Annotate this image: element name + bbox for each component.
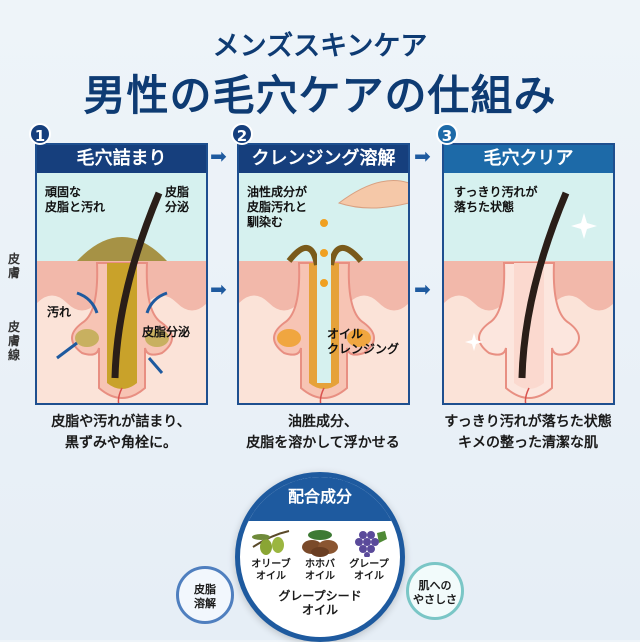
page-title: 男性の毛穴ケアの仕組み xyxy=(83,71,557,120)
step-title: クレンジング溶解 xyxy=(239,145,408,173)
side-label-dermis: 皮膚線 xyxy=(8,320,21,362)
follicle-illustration xyxy=(37,173,206,403)
ingredient-label: ホホバ オイル xyxy=(305,559,335,582)
badge-gentle: 肌への やさしさ xyxy=(406,562,464,620)
follicle-illustration xyxy=(444,173,613,403)
follicle-illustration xyxy=(239,173,408,403)
ingredients-title: 配合成分 xyxy=(240,477,400,521)
step-number-badge: 3 xyxy=(436,123,458,145)
annotation-label: 皮脂分泌 xyxy=(142,325,191,339)
subtitle: メンズスキンケア xyxy=(212,31,428,62)
badge-sebum-dissolve: 皮脂 溶解 xyxy=(176,566,234,624)
jojoba-icon xyxy=(302,530,338,557)
step-title: 毛穴詰まり xyxy=(37,145,206,173)
annotation-label: すっきり汚れが 落ちた状態 xyxy=(454,185,538,214)
arrow-right-icon: ➡ xyxy=(414,144,431,168)
annotation-label: オイル クレンジング xyxy=(327,327,400,356)
annotation-label: 皮脂 分泌 xyxy=(165,185,190,214)
arrow-right-icon: ➡ xyxy=(210,277,227,301)
step-title: 毛穴クリア xyxy=(444,145,613,173)
ingredient-label: グレープ オイル xyxy=(349,559,389,582)
step-number-badge: 2 xyxy=(231,123,253,145)
step-caption: 皮脂や汚れが詰まり、 黒ずみや角栓に。 xyxy=(51,414,191,451)
step-caption: すっきり汚れが落ちた状態 キメの整った清潔な肌 xyxy=(444,414,612,451)
ingredient-label: オリーブ オイル xyxy=(251,559,291,582)
annotation-label: 頑固な 皮脂と汚れ xyxy=(45,185,106,214)
arrow-right-icon: ➡ xyxy=(210,144,227,168)
ingredient-olive: オリーブ オイル xyxy=(246,527,296,583)
step-caption: 油胜成分、 皮脂を溶かして浮かせる xyxy=(246,414,400,451)
main-ingredient: グレープシード オイル xyxy=(278,589,362,617)
grape-icon xyxy=(355,531,387,557)
ingredient-grape: グレープ オイル xyxy=(344,527,394,583)
ingredients-circle: 配合成分 オリーブ オイル ホホバ オイル グレープ オイル グレープシード オ… xyxy=(235,472,405,642)
step-number-badge: 1 xyxy=(29,123,51,145)
step-panel-1: 毛穴詰まり 頑固な 皮脂と汚れ 皮脂 分泌汚れ皮脂分泌 xyxy=(35,143,208,405)
step-panel-3: 毛穴クリア すっきり汚れが 落ちた状態 xyxy=(442,143,615,405)
ingredient-jojoba: ホホバ オイル xyxy=(295,527,345,583)
annotation-label: 油性成分が 皮脂汚れと 馴染む xyxy=(247,185,308,229)
arrow-right-icon: ➡ xyxy=(414,277,431,301)
step-panel-2: クレンジング溶解 油性成分が 皮脂汚れと 馴染むオイル クレンジング xyxy=(237,143,410,405)
annotation-label: 汚れ xyxy=(47,305,72,319)
side-label-skin: 皮膚 xyxy=(8,252,21,280)
olive-icon xyxy=(252,530,290,555)
